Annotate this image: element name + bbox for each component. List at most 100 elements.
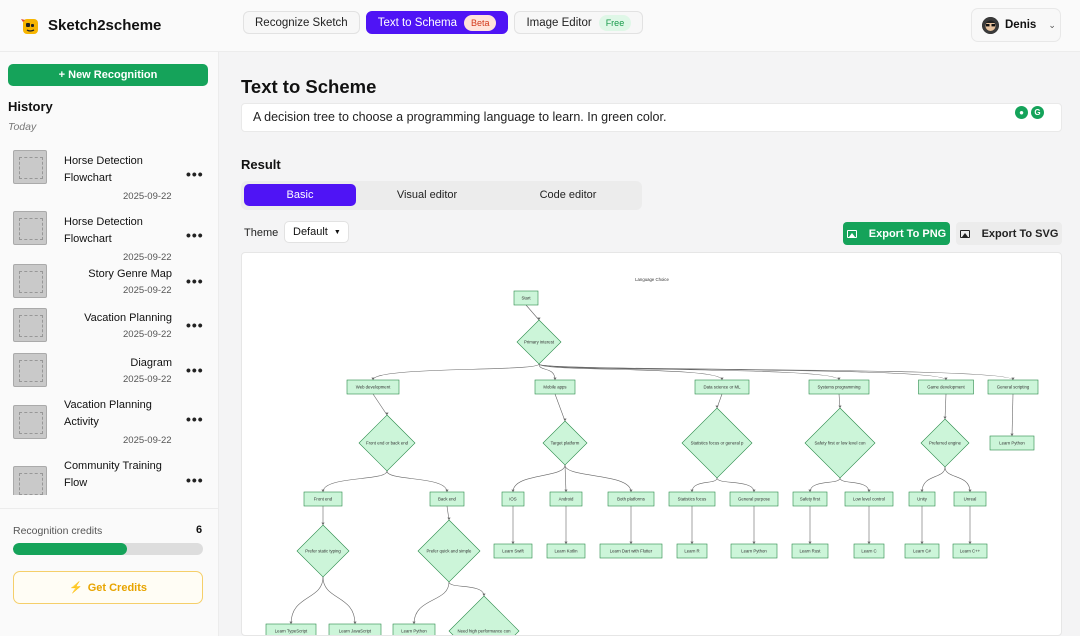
diagram-node-js[interactable]: Learn JavaScript [328, 623, 382, 636]
diagram-node-unreal[interactable]: Unreal [953, 491, 987, 507]
more-options-icon[interactable]: ••• [186, 411, 204, 427]
diagram-node-py-be[interactable]: Learn Python [392, 623, 436, 636]
history-list: Horse Detection Flowchart 2025-09-22 •••… [0, 138, 219, 495]
diagram-node-ios[interactable]: iOS [501, 491, 525, 507]
diagram-arrowhead [838, 405, 842, 408]
diagram-node-py-ds[interactable]: Learn Python [730, 543, 778, 559]
diagram-node-quick-q[interactable]: Prefer quick and simple [417, 519, 481, 583]
diagram-node-unity[interactable]: Unity [908, 491, 936, 507]
tab-basic[interactable]: Basic [244, 184, 356, 206]
diagram-node-static-q[interactable]: Prefer static typing [296, 524, 350, 578]
list-item[interactable]: Diagram 2025-09-22 ••• [0, 353, 219, 393]
tab-image-editor[interactable]: Image Editor Free [514, 11, 644, 34]
diagram-node-cpp[interactable]: Learn C++ [952, 543, 988, 559]
diagram-node-stats-q[interactable]: Statistics focus or general p [681, 407, 753, 479]
tab-label: Image Editor [526, 16, 592, 29]
list-item[interactable]: Community Training Flow ••• [0, 458, 219, 495]
diagram-node-learn-python-gen[interactable]: Learn Python [989, 435, 1035, 451]
tab-code-editor[interactable]: Code editor [539, 189, 597, 201]
diagram-edge [413, 581, 450, 625]
svg-text:Android: Android [559, 497, 574, 502]
diagram-node-swift[interactable]: Learn Swift [493, 543, 533, 559]
diagram-node-start[interactable]: Start [513, 290, 539, 306]
prompt-textarea[interactable]: A decision tree to choose a programming … [241, 103, 1062, 132]
diagram-node-web[interactable]: Web development [346, 379, 400, 395]
diagram-node-kotlin[interactable]: Learn Kotlin [546, 543, 586, 559]
diagram-arrowhead [968, 489, 972, 492]
diagram-node-stats[interactable]: Statistics focus [668, 491, 716, 507]
grammarly-icon[interactable]: G [1031, 106, 1044, 119]
diagram-node-both[interactable]: Both platforms [607, 491, 655, 507]
diagram-arrowhead [690, 489, 694, 492]
thumbnail [13, 211, 47, 245]
more-options-icon[interactable]: ••• [186, 166, 204, 182]
diagram-node-perf-q[interactable]: Need high performance con [448, 595, 520, 636]
diagram-node-engine-q[interactable]: Preferred engine [920, 418, 970, 468]
diagram-node-ts[interactable]: Learn TypeScript [265, 623, 317, 636]
diagram-node-back-end[interactable]: Back end [429, 491, 465, 507]
hint-icon[interactable]: ● [1015, 106, 1028, 119]
diagram-arrowhead [1010, 433, 1014, 436]
diagram-node-game[interactable]: Game development [918, 379, 974, 395]
new-recognition-button[interactable]: + New Recognition [8, 64, 208, 86]
more-options-icon[interactable]: ••• [186, 273, 204, 289]
list-item[interactable]: Vacation Planning Activity 2025-09-22 ••… [0, 397, 219, 452]
list-item[interactable]: Vacation Planning 2025-09-22 ••• [0, 308, 219, 348]
diagram-edge [290, 576, 324, 625]
more-options-icon[interactable]: ••• [186, 227, 204, 243]
lightning-icon: ⚡ [69, 582, 83, 594]
diagram-node-android[interactable]: Android [549, 491, 583, 507]
diagram-node-r[interactable]: Learn R [676, 543, 708, 559]
export-svg-button[interactable]: Export To SVG [956, 222, 1062, 245]
svg-text:Front end or back end: Front end or back end [366, 441, 409, 446]
svg-text:Learn R: Learn R [684, 549, 699, 554]
diagram-node-safety-q[interactable]: Safety first or low level con [804, 407, 876, 479]
more-options-icon[interactable]: ••• [186, 472, 204, 488]
list-item[interactable]: Horse Detection Flowchart 2025-09-22 ••• [0, 211, 219, 266]
diagram-node-fe-be[interactable]: Front end or back end [358, 414, 416, 472]
export-png-button[interactable]: Export To PNG [843, 222, 950, 245]
diagram-node-general[interactable]: General scripting [987, 379, 1039, 395]
diagram-node-target[interactable]: Target platform [542, 420, 588, 466]
list-item[interactable]: Story Genre Map 2025-09-22 ••• [0, 264, 219, 304]
diagram-arrowhead [482, 593, 486, 596]
svg-text:Learn Dart with Flutter: Learn Dart with Flutter [610, 549, 653, 554]
svg-text:Need high performance con: Need high performance con [457, 629, 511, 634]
diagram-node-mobile[interactable]: Mobile apps [534, 379, 576, 395]
more-options-icon[interactable]: ••• [186, 317, 204, 333]
diagram-node-dart[interactable]: Learn Dart with Flutter [599, 543, 663, 559]
diagram-node-csharp[interactable]: Learn C# [904, 543, 940, 559]
tab-text-to-schema[interactable]: Text to Schema Beta [365, 11, 509, 34]
diagram-node-rust[interactable]: Learn Rust [791, 543, 829, 559]
tab-recognize-sketch[interactable]: Recognize Sketch [243, 11, 360, 34]
diagram-node-systems[interactable]: Systems programming [808, 379, 870, 395]
history-group-label: Today [8, 121, 37, 133]
diagram-node-front-end[interactable]: Front end [303, 491, 343, 507]
list-item[interactable]: Horse Detection Flowchart 2025-09-22 ••• [0, 150, 219, 205]
diagram-edge [372, 393, 388, 416]
diagram-node-data[interactable]: Data science or ML [694, 379, 750, 395]
diagram-edge [386, 470, 448, 493]
history-item-date: 2025-09-22 [123, 435, 172, 446]
result-tabs: Basic Visual editor Code editor [241, 181, 642, 210]
user-menu[interactable]: Denis ⌄ [971, 8, 1061, 42]
credits-progress [13, 543, 203, 555]
theme-select[interactable]: Default ▼ [284, 221, 349, 243]
svg-text:Low level control: Low level control [853, 497, 885, 502]
tab-visual-editor[interactable]: Visual editor [396, 189, 458, 201]
more-options-icon[interactable]: ••• [186, 362, 204, 378]
diagram-node-safety[interactable]: Safety first [792, 491, 828, 507]
diagram-arrowhead [690, 541, 694, 544]
avatar [982, 16, 999, 34]
diagram-node-general-purpose[interactable]: General purpose [729, 491, 779, 507]
diagram-node-lowlevel[interactable]: Low level control [844, 491, 894, 507]
tab-label: Text to Schema [377, 16, 457, 29]
brand[interactable]: Sketch2scheme [20, 14, 161, 36]
svg-text:Learn C: Learn C [861, 549, 876, 554]
svg-text:Web development: Web development [356, 385, 391, 390]
get-credits-button[interactable]: ⚡ Get Credits [13, 571, 203, 604]
diagram-node-primary[interactable]: Primary interest [516, 319, 562, 365]
svg-text:Learn JavaScript: Learn JavaScript [339, 629, 372, 634]
diagram-node-c[interactable]: Learn C [853, 543, 885, 559]
